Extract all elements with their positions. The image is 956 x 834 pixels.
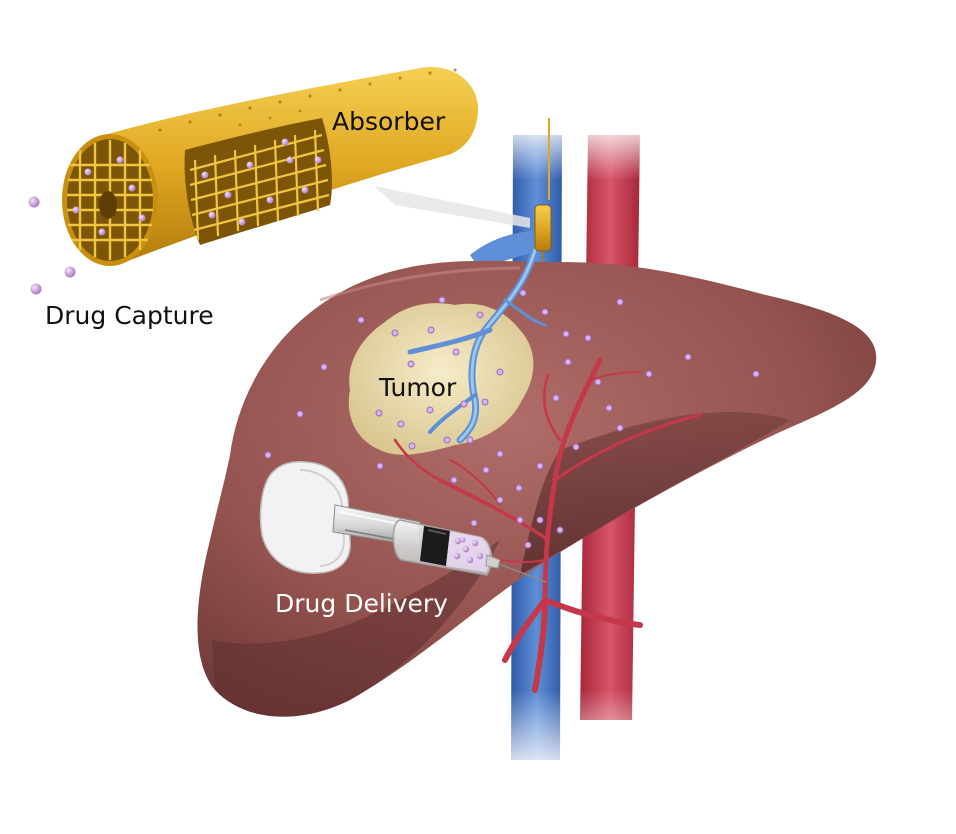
absorber-device-in-vessel (534, 118, 552, 262)
absorber-label: Absorber (332, 107, 446, 136)
drug-particles-captured (72, 138, 322, 236)
syringe (259, 461, 547, 583)
drug-delivery-label: Drug Delivery (275, 589, 448, 618)
tumor-label: Tumor (378, 373, 457, 402)
hepatic-vein-branch (470, 230, 545, 270)
portal-vein-branches (407, 246, 547, 444)
magnification-callout (374, 186, 530, 228)
drug-particles-syringe (453, 537, 484, 564)
drug-particles-free (28, 196, 76, 295)
drug-particles-liver (264, 289, 760, 549)
absorber-lattice (189, 129, 330, 241)
hepatic-artery-branches (393, 357, 702, 693)
drug-capture-label: Drug Capture (45, 301, 214, 330)
absorber-enlarged (28, 67, 479, 295)
vessel-top-fade (500, 120, 660, 180)
tumor (348, 303, 534, 455)
vessel-bottom-fade (495, 690, 655, 780)
